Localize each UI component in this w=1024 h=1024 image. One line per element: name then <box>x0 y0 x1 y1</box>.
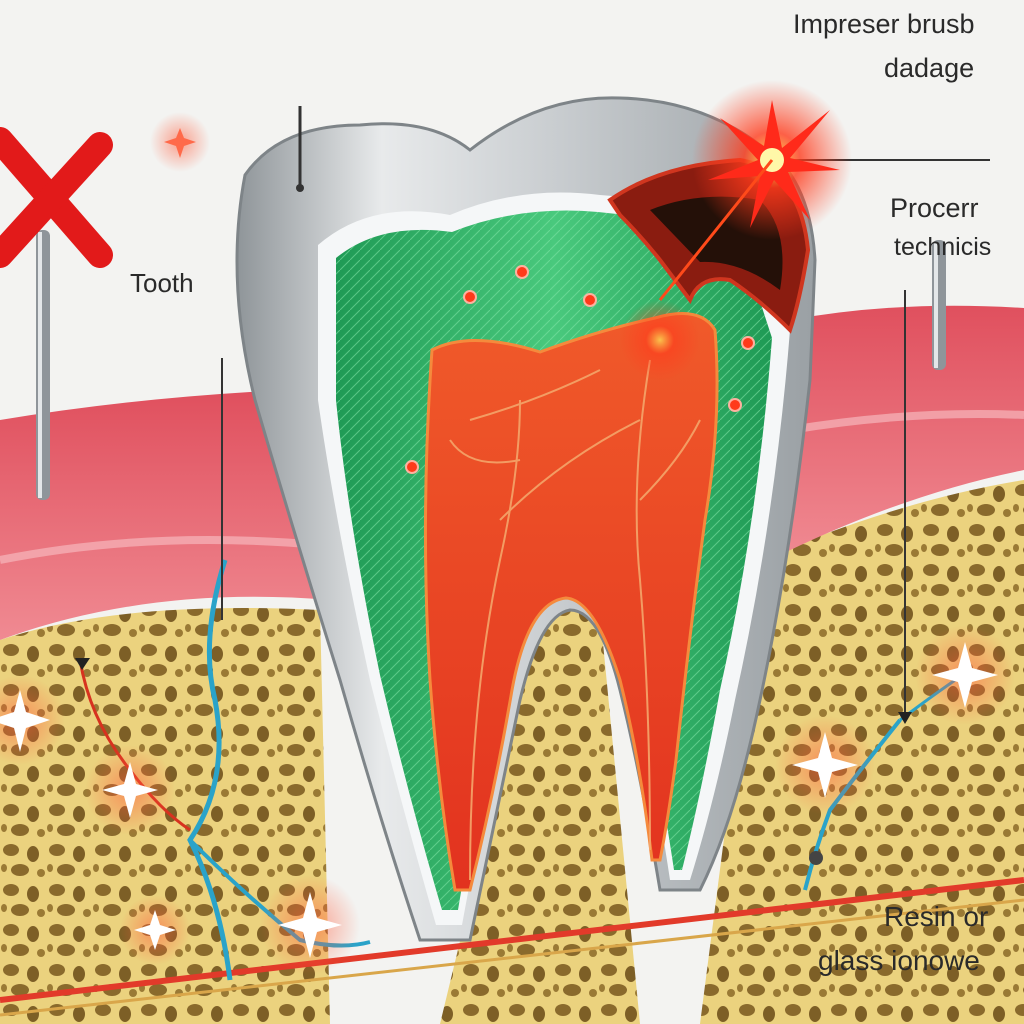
label-damage: dadage <box>884 53 975 83</box>
label-resin: Resin or <box>884 901 989 932</box>
star-burst-icon <box>134 910 176 950</box>
label-tooth: Tooth <box>130 268 194 298</box>
pointer-pins <box>36 106 990 865</box>
star-burst-icon <box>0 690 50 752</box>
star-burst-icon <box>278 892 342 958</box>
star-burst-icon <box>932 642 998 708</box>
cross-icon <box>0 127 113 268</box>
label-improper-brushing: Impreser brusb <box>793 9 975 39</box>
star-burst-icon <box>164 128 196 158</box>
pain-markers <box>0 80 1015 975</box>
star-burst-icon <box>792 732 858 798</box>
label-glass-ionomer: glass ionowe <box>818 945 980 976</box>
star-burst-icon <box>102 762 158 818</box>
label-technique: technicis <box>894 233 992 261</box>
gum-tissue <box>0 305 1024 640</box>
label-proper: Procerr <box>890 193 979 223</box>
